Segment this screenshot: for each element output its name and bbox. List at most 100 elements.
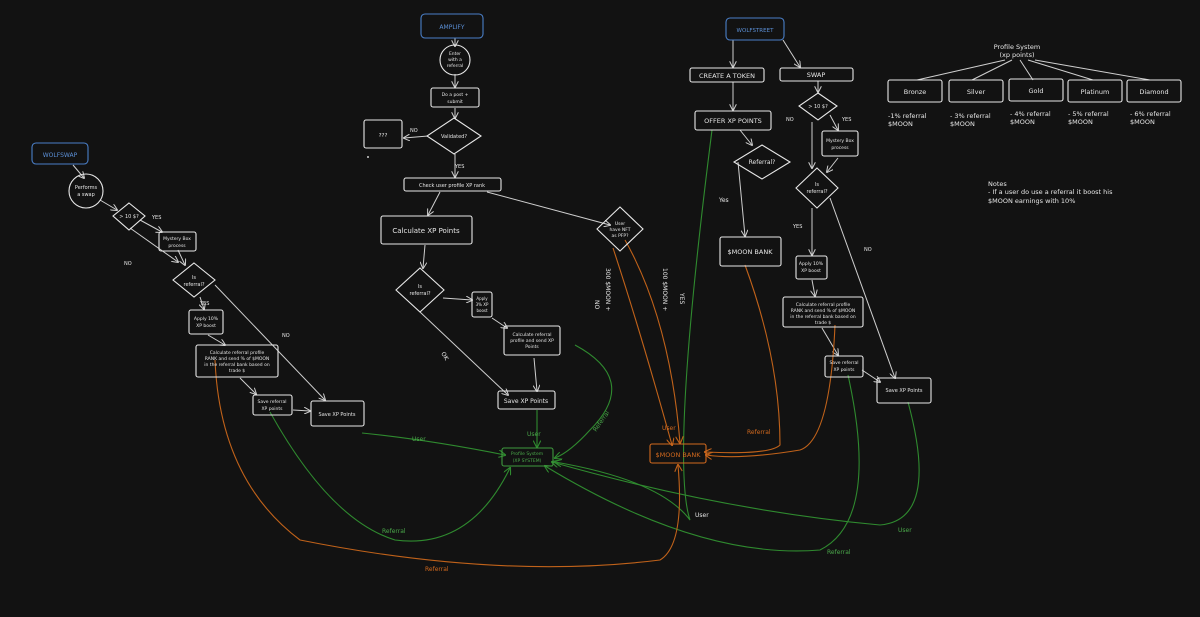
- tier-gold-desc1: - 4% referral: [1010, 110, 1051, 118]
- wolf-apply-boost-node[interactable]: [188, 309, 224, 335]
- amp-nft-line1: User: [615, 221, 625, 227]
- ws-swap-label: SWAP: [807, 71, 826, 79]
- amp-save-xp-node[interactable]: [497, 390, 556, 410]
- amp-moon-300-label: 300 $MOON +: [604, 268, 611, 311]
- central-nodes: Profile System (XP SYSTEM) $MOON BANK Us…: [382, 410, 912, 573]
- ws-yes-label-2: YES: [792, 224, 802, 230]
- profile-system-center-node[interactable]: [501, 447, 554, 467]
- wolf-gt10-label: > 10 $?: [119, 214, 139, 220]
- ws-boost-line1: Apply 10%: [799, 261, 824, 267]
- ws-apply-boost-node[interactable]: [795, 255, 828, 280]
- ws-mystery-node[interactable]: [821, 130, 859, 157]
- wolf-save-referral-xp-node[interactable]: [252, 394, 293, 416]
- edge-offer-user-to-profile: [555, 129, 713, 521]
- label-user-3: User: [662, 425, 676, 432]
- tier-silver[interactable]: [948, 79, 1004, 103]
- profile-tiers-title-line2: (xp points): [999, 51, 1034, 59]
- notes-title: Notes: [988, 180, 1007, 188]
- wolf-calc-referral-node[interactable]: [195, 344, 279, 378]
- label-referral-1: Referral: [592, 410, 611, 434]
- edge-boost-to-calc: [207, 334, 225, 345]
- label-referral-4: Referral: [747, 429, 771, 436]
- wolf-calc-line3: in the referral bank based on: [204, 362, 270, 368]
- tier-bronze[interactable]: [887, 79, 943, 103]
- edge-mystery-to-isref: [177, 249, 185, 265]
- wolf-no-label-2: NO: [282, 333, 290, 339]
- ws-gt10-label: > 10 $?: [808, 104, 828, 110]
- wolfstreet-flow: WOLFSTREET CREATE A TOKEN OFFER XP POINT…: [689, 17, 932, 404]
- edge-isref-to-savexp-ws: [829, 197, 895, 378]
- ws-calc-line3: in the referral bank based on: [790, 314, 856, 320]
- edge-nft-yes-to-moonbank: [624, 239, 680, 443]
- edge-wscalc-to-moonbank: [706, 324, 836, 457]
- amp-unknown-node[interactable]: [363, 119, 403, 149]
- tier-platinum-name: Platinum: [1081, 88, 1110, 96]
- amp-calcref-line1: Calculate referral: [513, 332, 552, 338]
- ws-save-referral-xp-node[interactable]: [824, 355, 864, 378]
- ws-create-token-node[interactable]: [689, 67, 765, 83]
- wolf-calc-line2: RANK and send % of $MOON: [205, 356, 270, 362]
- amp-boost-line2: 3% XP: [476, 302, 489, 307]
- ws-calc-line1: Calculate referral profile: [796, 302, 851, 308]
- edge-isref-to-savexp: [214, 284, 325, 400]
- edge-isref-to-boost-amp: [442, 298, 472, 300]
- edge-calc-to-saveref-ws: [821, 327, 838, 355]
- tier-platinum[interactable]: [1067, 79, 1123, 103]
- amplify-start-node[interactable]: [420, 13, 484, 39]
- edge-saveref-to-savexp: [292, 410, 310, 411]
- tier-diamond-desc1: - 6% referral: [1130, 110, 1171, 118]
- amp-enter-line3: referral: [447, 63, 464, 69]
- wolf-is-referral-line2: referral?: [184, 282, 205, 288]
- wolf-yes-label-2: YES: [199, 301, 209, 307]
- wolf-is-referral-decision[interactable]: [172, 262, 216, 298]
- wolf-save-xp-label: Save XP Points: [319, 412, 356, 418]
- amp-validated-decision[interactable]: [426, 117, 482, 155]
- amp-user-nft-decision[interactable]: [596, 206, 644, 252]
- ws-gt10-decision[interactable]: [798, 92, 838, 121]
- amp-calc-xp-node[interactable]: [380, 215, 473, 245]
- amplify-label: AMPLIFY: [439, 24, 464, 31]
- wolf-save-xp-node[interactable]: [310, 400, 365, 427]
- amp-apply-boost-node[interactable]: [471, 291, 493, 318]
- ws-moon-bank-node[interactable]: [719, 236, 782, 267]
- amp-is-referral-decision[interactable]: [395, 267, 445, 313]
- amp-calc-referral-node[interactable]: [503, 325, 561, 356]
- white-edges: [72, 38, 1151, 411]
- edge-isref-to-boost: [200, 296, 204, 309]
- wolf-performs-swap-node[interactable]: [68, 173, 104, 209]
- wolfswap-flow: WOLFSWAP Performs a swap > 10 $? YES NO …: [31, 142, 365, 427]
- notes-panel: Notes - If a user do use a referral it b…: [988, 180, 1113, 205]
- ws-save-xp-node[interactable]: [876, 377, 932, 404]
- label-user-5: User: [898, 527, 912, 534]
- label-user-1: User: [412, 436, 426, 443]
- ws-is-ref-line2: referral?: [807, 189, 828, 195]
- ws-referral-decision[interactable]: [732, 144, 792, 180]
- wolf-gt10-decision[interactable]: [112, 202, 146, 231]
- amp-check-node[interactable]: [403, 177, 502, 192]
- tier-gold[interactable]: [1008, 78, 1064, 102]
- ws-calc-referral-node[interactable]: [782, 296, 864, 328]
- wolfstreet-start-node[interactable]: [725, 17, 785, 41]
- tier-diamond[interactable]: [1126, 79, 1182, 103]
- ws-swap-node[interactable]: [779, 67, 854, 82]
- amp-enter-node[interactable]: [439, 44, 471, 76]
- ws-save-xp-label: Save XP Points: [886, 388, 923, 394]
- ws-is-referral-decision[interactable]: [795, 167, 839, 209]
- tier-silver-desc2: $MOON: [950, 120, 975, 128]
- amp-post-node[interactable]: [430, 87, 480, 108]
- edge-ampcalc-referral-to-profile: [555, 344, 613, 458]
- ws-offer-xp-label: OFFER XP POINTS: [704, 117, 762, 125]
- amp-boost-line3: boost: [476, 308, 488, 313]
- amp-no-nft-label: NO: [593, 300, 600, 309]
- edge-isref-to-save: [419, 311, 508, 395]
- ws-offer-xp-node[interactable]: [694, 110, 772, 131]
- wolf-mystery-node[interactable]: [158, 231, 197, 252]
- moon-bank-center-node[interactable]: [649, 443, 707, 464]
- ws-is-ref-line1: Is: [815, 182, 819, 188]
- amp-is-ref-line2: referral?: [410, 291, 431, 297]
- wolf-apply-boost-line1: Apply 10%: [194, 316, 219, 322]
- wolfswap-start-node[interactable]: [31, 142, 89, 165]
- ws-referral-label: Referral?: [749, 159, 776, 166]
- amp-unknown-label: ???: [379, 133, 388, 139]
